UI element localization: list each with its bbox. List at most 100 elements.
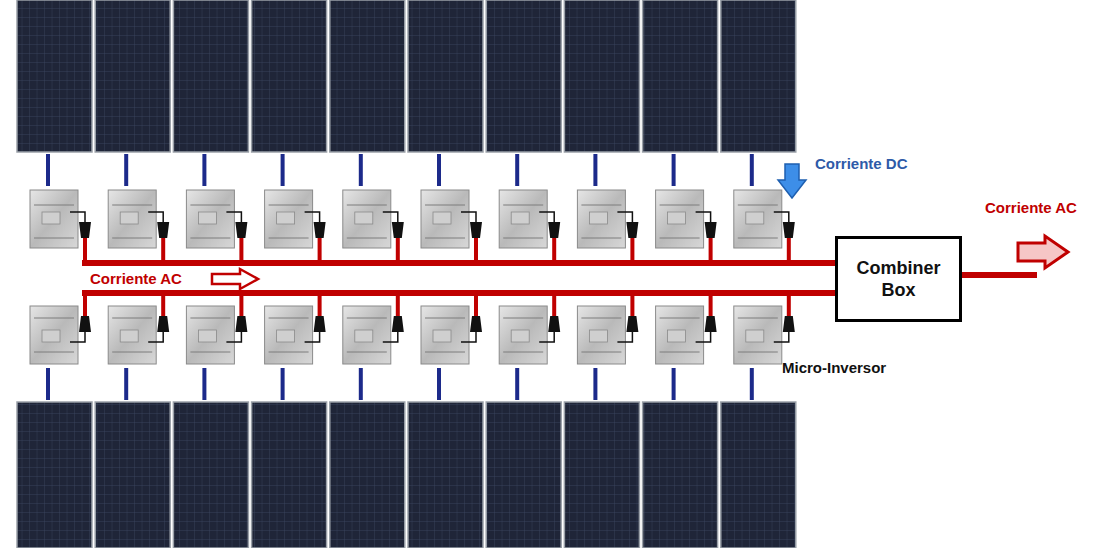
ac-bus [82, 260, 837, 266]
ac-plug [79, 222, 91, 238]
dc-cable [124, 154, 128, 186]
ac-plug [314, 222, 326, 238]
ac-plug [79, 316, 91, 332]
inverter-detail [425, 205, 465, 238]
ac-plug [548, 222, 560, 238]
inverter-detail [269, 318, 309, 352]
micro-inverter [499, 190, 547, 248]
ac-drop [474, 238, 478, 262]
ac-arrow [1018, 236, 1068, 268]
inverter-detail [738, 318, 778, 352]
ac-plug [705, 316, 717, 332]
solar-panel [564, 0, 639, 152]
micro-inverter [265, 306, 313, 364]
component-label: Micro-Inversor [782, 360, 886, 377]
dc-arrow [778, 164, 806, 198]
ac-drop [474, 294, 478, 316]
ac-plug [235, 222, 247, 238]
dc-cable [437, 154, 441, 186]
ac-plug [626, 316, 638, 332]
inverter-detail [120, 212, 138, 224]
inverter-detail [433, 212, 451, 224]
inverter-detail [660, 318, 700, 352]
ac-plug [548, 316, 560, 332]
inverter-detail [746, 330, 764, 342]
dc-cable [672, 154, 676, 186]
micro-inverter [577, 306, 625, 364]
ac-plug [392, 222, 404, 238]
inverter-detail [425, 318, 465, 352]
ac-lead [539, 212, 554, 222]
ac-drop [161, 238, 165, 262]
micro-inverter [734, 306, 782, 364]
inverter-detail [112, 205, 152, 238]
ac-lead [70, 332, 85, 342]
ac-drop [318, 294, 322, 316]
inverter-detail [668, 330, 686, 342]
ac-plug [783, 222, 795, 238]
dc-cable [672, 368, 676, 400]
ac-plug [470, 222, 482, 238]
ac-drop [630, 238, 634, 262]
inverter-detail [738, 205, 778, 238]
inverter-detail [589, 330, 607, 342]
ac-lead [617, 212, 632, 222]
inverter-detail [503, 318, 543, 352]
ac-drop [630, 294, 634, 316]
micro-inverter [108, 306, 156, 364]
micro-inverter [186, 306, 234, 364]
solar-panel [643, 0, 718, 152]
inverter-detail [355, 212, 373, 224]
micro-inverter [421, 306, 469, 364]
dc-cable [750, 368, 754, 400]
micro-inverter [343, 306, 391, 364]
inverter-detail [34, 205, 74, 238]
dc-cable [515, 368, 519, 400]
ac-plug [783, 316, 795, 332]
micro-inverter [30, 190, 78, 248]
ac-drop [318, 238, 322, 262]
micro-inverter [421, 190, 469, 248]
dc-label: Corriente DC [815, 156, 908, 173]
solar-panel [95, 402, 170, 548]
inverter-detail [355, 330, 373, 342]
solar-panel [95, 0, 170, 152]
micro-inverter [734, 190, 782, 248]
inverter-detail [42, 330, 60, 342]
ac-lead [774, 332, 789, 342]
ac-plug [157, 222, 169, 238]
ac-arrow [212, 269, 258, 289]
inverter-detail [433, 330, 451, 342]
ac-drop [83, 238, 87, 262]
dc-cable [515, 154, 519, 186]
ac-lead [305, 212, 320, 222]
ac-drop [239, 238, 243, 262]
ac-plug [157, 316, 169, 332]
ac-lead [461, 332, 476, 342]
ac-drop [396, 294, 400, 316]
ac-lead [617, 332, 632, 342]
inverter-detail [581, 205, 621, 238]
inverter-detail [34, 318, 74, 352]
solar-panel [564, 402, 639, 548]
ac-drop [709, 294, 713, 316]
dc-cable [281, 368, 285, 400]
ac-lead [383, 212, 398, 222]
inverter-detail [277, 212, 295, 224]
ac-label: Corriente AC [985, 200, 1077, 217]
micro-inverter [499, 306, 547, 364]
solar-panel [408, 402, 483, 548]
inverter-detail [347, 205, 387, 238]
ac-plug [235, 316, 247, 332]
inverter-detail [589, 212, 607, 224]
ac-drop [396, 238, 400, 262]
solar-panel [330, 0, 405, 152]
solar-panel [252, 0, 327, 152]
dc-cable [593, 368, 597, 400]
ac-lead [696, 332, 711, 342]
inverter-detail [42, 212, 60, 224]
ac-lead [226, 332, 241, 342]
ac-lead [305, 332, 320, 342]
inverter-detail [511, 330, 529, 342]
